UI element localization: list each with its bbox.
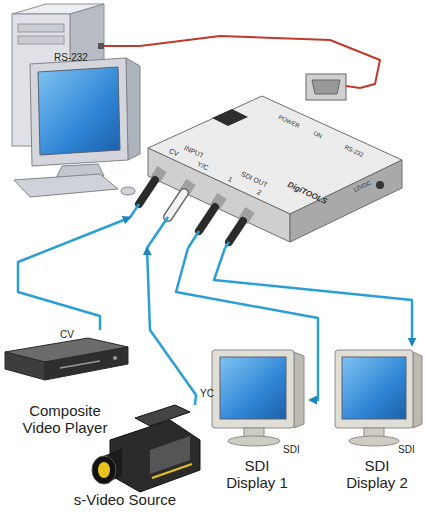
monitor-bezel <box>335 350 413 428</box>
converter-front <box>148 148 290 242</box>
port-label: 2 <box>256 188 263 197</box>
drive-bay <box>18 36 64 44</box>
cable-stub <box>130 204 139 218</box>
port-label: SDI OUT <box>240 170 269 189</box>
camera-panel <box>150 436 190 474</box>
port-label: INPUT <box>183 144 205 160</box>
port-label: 1 <box>227 175 234 184</box>
sdi-display: SDI Display 1 <box>205 345 310 500</box>
signal-cable <box>140 36 380 88</box>
video-player: Composite Video Player <box>0 330 135 448</box>
monitor-bezel <box>30 58 128 166</box>
cable-stub <box>147 217 168 248</box>
bnc-boot <box>199 207 215 231</box>
device-label: s-Video Source <box>60 491 190 508</box>
bnc-boot <box>229 221 243 242</box>
power-jack <box>376 181 384 189</box>
device-label: RS-232 <box>54 52 88 64</box>
rs232-cable <box>346 86 360 88</box>
device-label: Composite Video Player <box>15 402 115 437</box>
monitor-screen <box>342 357 406 419</box>
bnc-boot <box>139 180 155 204</box>
camera-trim <box>152 464 192 478</box>
db9-connector <box>306 74 346 100</box>
cable-label: CV <box>60 329 74 340</box>
monitor-screen <box>220 357 286 419</box>
player-side <box>5 352 45 380</box>
disc-slot <box>60 361 100 368</box>
signal-cable <box>214 248 412 345</box>
keyboard <box>14 174 118 197</box>
sdi-display: SDI Display 2 <box>330 345 425 500</box>
device-label: SDI Display 2 <box>342 457 412 492</box>
drive-bay <box>18 24 64 32</box>
rs232-cable <box>104 45 140 47</box>
cable-label: SDI <box>398 444 415 455</box>
port-label: Y/C <box>196 160 210 172</box>
monitor-screen <box>38 67 120 155</box>
signal-cable <box>18 218 130 331</box>
cable-stub <box>225 242 229 248</box>
monitor-side <box>294 352 304 428</box>
mouse <box>121 187 135 195</box>
brand-logo <box>212 109 248 126</box>
device-label: SDI Display 1 <box>222 457 292 492</box>
monitor-side <box>413 352 422 428</box>
svideo-boot <box>168 193 184 217</box>
converter-side <box>290 160 402 242</box>
port-label: ON <box>312 130 323 140</box>
cable-label: SDI <box>283 444 300 455</box>
player-button <box>113 356 117 360</box>
serial-port <box>98 43 104 49</box>
camera-lens <box>92 456 116 484</box>
port-label: DigiTOOLS <box>286 180 328 206</box>
computer-workstation: RS-232 <box>0 0 140 200</box>
cable-label: YC <box>200 388 214 399</box>
video-camera: s-Video Source <box>60 405 210 515</box>
signal-cable <box>147 248 196 405</box>
port-label: 12VDC <box>352 180 372 195</box>
signal-cable <box>176 248 318 400</box>
player-front <box>45 347 128 380</box>
monitor-base <box>228 436 280 446</box>
port-label: RS-232 <box>343 144 364 159</box>
camera-body <box>110 420 200 492</box>
cable-stub <box>188 231 199 248</box>
monitor-bezel <box>212 350 294 428</box>
lens-glass <box>98 462 110 478</box>
svideo-boot <box>168 193 184 217</box>
converter-box: CV INPUTY/C 1 2SDI OUT DigiTOOLS 12VDC POWER ON… <box>130 88 406 248</box>
port-label: CV <box>167 147 179 158</box>
db9-shell <box>312 80 340 94</box>
monitor-base <box>349 436 399 446</box>
port-label: POWER <box>277 114 300 130</box>
